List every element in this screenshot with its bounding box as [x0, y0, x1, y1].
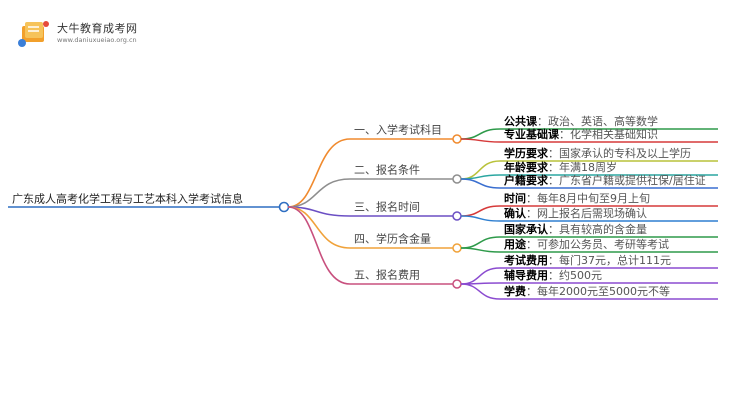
leaf-connector [460, 283, 501, 300]
branch-label: 二、报名条件 [354, 163, 420, 177]
branch-connector [287, 138, 351, 208]
leaf-key: 学历要求 [504, 146, 549, 160]
leaf-key: 户籍要求 [504, 173, 549, 187]
site-logo[interactable]: 大牛教育成考网 www.daniuxueiao.org.cn [14, 14, 154, 54]
leaf-key: 国家承认 [504, 222, 549, 236]
branch-label: 一、入学考试科目 [354, 123, 442, 137]
leaf-connector [460, 205, 501, 217]
leaf-separator: ： [548, 269, 559, 282]
leaf-label: 学历要求：国家承认的专科及以上学历 [504, 146, 691, 160]
leaf-value: 可参加公务员、考研等考试 [537, 237, 669, 251]
leaf-value: 具有较高的含金量 [559, 222, 647, 236]
branch-connector [287, 206, 351, 249]
leaf-separator: ： [548, 147, 559, 160]
leaf-separator: ： [526, 192, 537, 205]
leaf-separator: ： [526, 238, 537, 251]
leaf-separator: ： [526, 207, 537, 220]
leaf-label: 用途：可参加公务员、考研等考试 [504, 237, 669, 251]
leaf-label: 专业基础课：化学相关基础知识 [504, 127, 658, 141]
leaf-label: 年龄要求：年满18周岁 [504, 160, 617, 174]
branch-node-circle [452, 134, 462, 144]
leaf-label: 户籍要求：广东省户籍或提供社保/居住证 [504, 173, 706, 187]
logo-name: 大牛教育成考网 [57, 22, 138, 35]
root-node-circle [278, 201, 290, 213]
leaf-separator: ： [548, 174, 559, 187]
leaf-value: 国家承认的专科及以上学历 [559, 146, 691, 160]
root-topic-label: 广东成人高考化学工程与工艺本科入学考试信息 [12, 192, 243, 206]
leaf-key: 辅导费用 [504, 268, 548, 282]
leaf-key: 学费 [504, 284, 526, 298]
leaf-connector [460, 236, 501, 249]
leaf-label: 学费：每年2000元至5000元不等 [504, 284, 670, 298]
leaf-label: 确认：网上报名后需现场确认 [504, 206, 647, 220]
branch-node-circle [452, 279, 462, 289]
leaf-value: 年满18周岁 [559, 160, 617, 174]
leaf-separator: ： [548, 161, 559, 174]
leaf-key: 用途 [504, 237, 527, 251]
leaf-separator: ： [526, 285, 537, 298]
branch-node-circle [452, 174, 462, 184]
leaf-separator: ： [548, 254, 559, 267]
branch-connector [287, 206, 351, 285]
leaf-value: 广东省户籍或提供社保/居住证 [559, 173, 706, 187]
leaf-connector [460, 215, 501, 222]
branch-node-circle [452, 243, 462, 253]
leaf-label: 公共课：政治、英语、高等数学 [504, 114, 658, 128]
leaf-value: 政治、英语、高等数学 [548, 114, 658, 128]
leaf-value: 每门37元，总计111元 [559, 253, 671, 267]
leaf-connector [460, 247, 501, 253]
book-logo-icon [18, 21, 49, 47]
leaf-connector [460, 267, 501, 285]
logo-url: www.daniuxueiao.org.cn [57, 36, 137, 44]
branch-node-circle [452, 211, 462, 221]
leaf-separator: ： [559, 128, 570, 141]
leaf-value: 每年2000元至5000元不等 [537, 284, 670, 298]
leaf-key: 专业基础课 [504, 127, 560, 141]
branch-label: 四、学历含金量 [354, 232, 431, 246]
leaf-label: 时间：每年8月中旬至9月上旬 [504, 191, 650, 205]
leaf-connector [460, 138, 501, 143]
branch-label: 五、报名费用 [354, 268, 420, 282]
branch-connector [287, 178, 351, 208]
leaf-separator: ： [548, 223, 559, 236]
leaf-connector [460, 174, 501, 180]
leaf-connector [460, 178, 501, 189]
leaf-value: 每年8月中旬至9月上旬 [537, 191, 650, 205]
leaf-label: 国家承认：具有较高的含金量 [504, 222, 647, 236]
branch-label: 三、报名时间 [354, 200, 420, 214]
leaf-label: 辅导费用：约500元 [504, 268, 602, 282]
leaf-key: 考试费用 [504, 253, 548, 267]
leaf-value: 化学相关基础知识 [570, 127, 658, 141]
leaf-value: 网上报名后需现场确认 [537, 206, 647, 220]
leaf-key: 时间 [504, 191, 526, 205]
leaf-key: 确认 [504, 206, 527, 220]
leaf-key: 公共课 [504, 114, 538, 128]
leaf-label: 考试费用：每门37元，总计111元 [504, 253, 671, 267]
leaf-connector [460, 128, 501, 140]
leaf-value: 约500元 [559, 269, 602, 282]
leaf-key: 年龄要求 [504, 160, 549, 174]
leaf-separator: ： [537, 115, 548, 128]
